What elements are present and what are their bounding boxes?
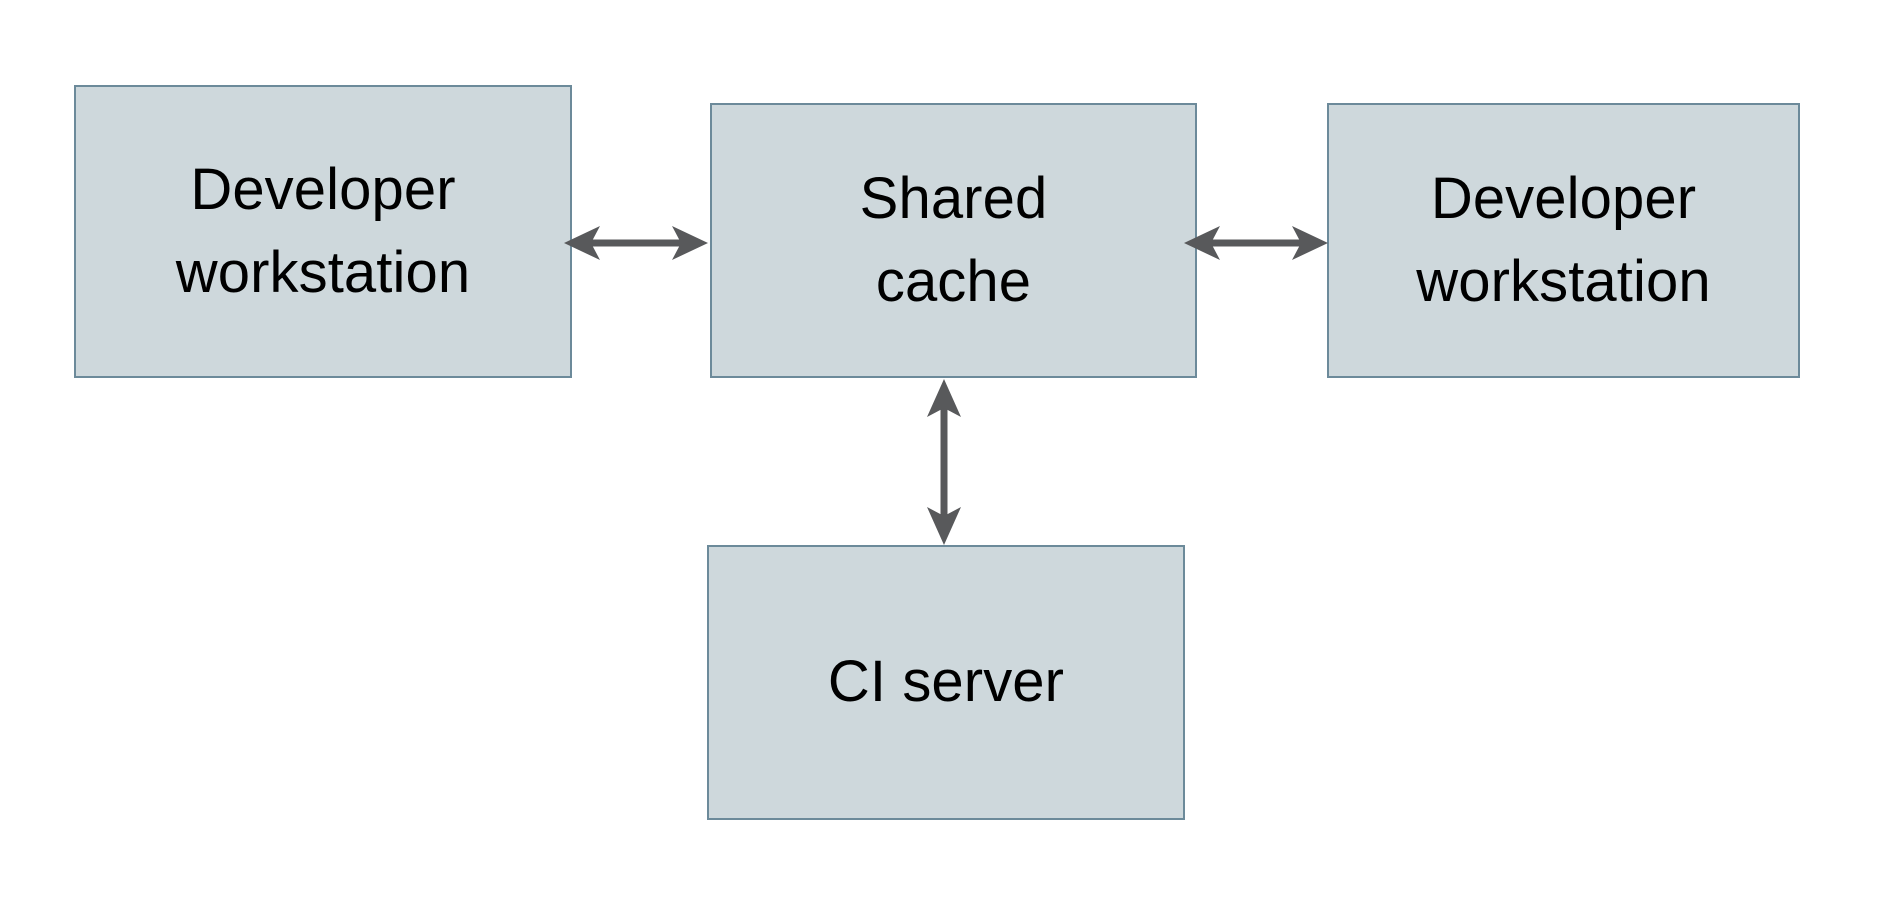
node-ci-server[interactable]: CI server bbox=[707, 545, 1185, 820]
arrowhead-left bbox=[564, 226, 600, 260]
double-arrow-icon-dev-left-to-shared-cache bbox=[564, 226, 708, 260]
node-label-ci-server: CI server bbox=[827, 649, 1065, 715]
arrowhead-right bbox=[1292, 226, 1328, 260]
node-shared-cache[interactable]: Shared cache bbox=[710, 103, 1197, 378]
node-developer-workstation-right[interactable]: Developer workstation bbox=[1327, 103, 1800, 378]
double-arrow-icon-shared-cache-to-ci-server bbox=[927, 379, 961, 545]
arrowhead-up bbox=[927, 379, 961, 417]
arrowhead-down bbox=[927, 507, 961, 545]
node-label-shared-cache: Shared cache bbox=[859, 166, 1048, 314]
double-arrow-icon-shared-cache-to-dev-right bbox=[1184, 226, 1328, 260]
node-label-developer-workstation-right: Developer workstation bbox=[1416, 166, 1711, 314]
arrowhead-left bbox=[1184, 226, 1220, 260]
node-developer-workstation-left[interactable]: Developer workstation bbox=[74, 85, 572, 378]
arrowhead-right bbox=[672, 226, 708, 260]
node-label-developer-workstation-left: Developer workstation bbox=[175, 157, 471, 305]
